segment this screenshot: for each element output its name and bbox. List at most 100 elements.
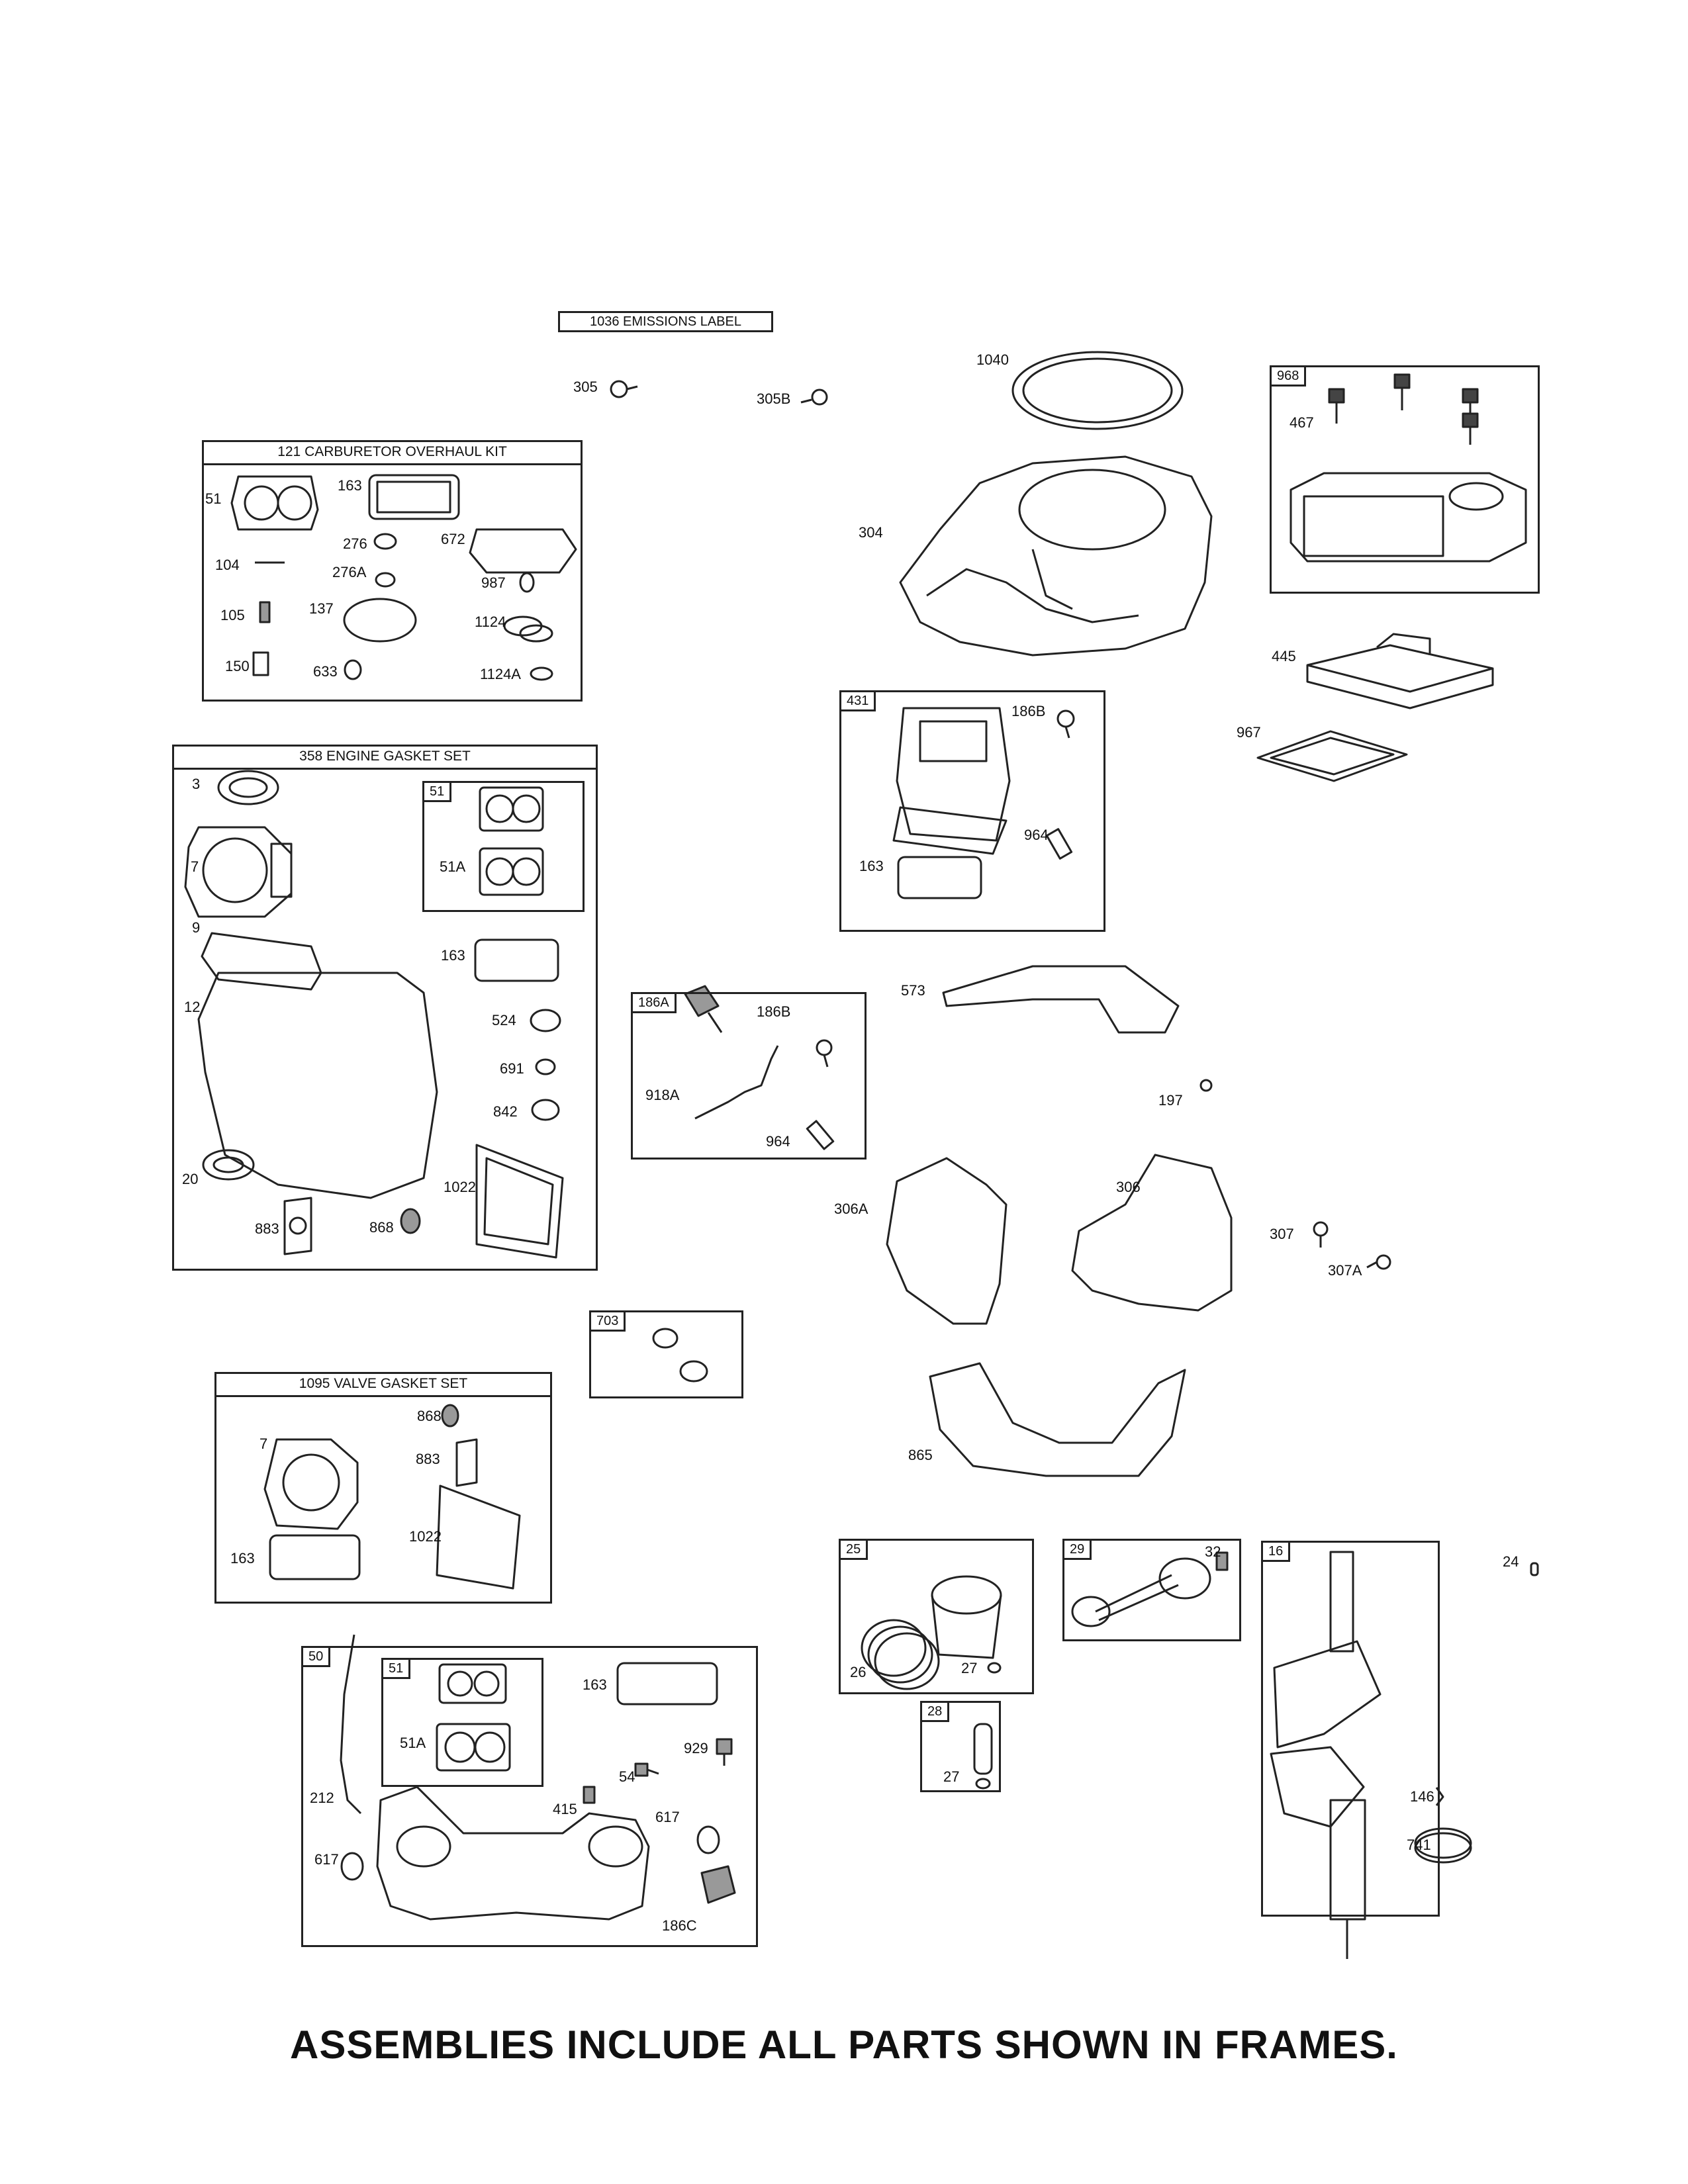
frame-16: 16 [1261, 1541, 1440, 1917]
baffle-865-icon [929, 1362, 1186, 1477]
callout-v868: 868 [417, 1408, 442, 1424]
air-cleaner-cover-icon [1289, 472, 1527, 563]
shroud-306a-icon [886, 1157, 1008, 1325]
callout-g9: 9 [192, 919, 201, 936]
air-intake-431-icon [892, 707, 1011, 855]
callout-r27c: 27 [961, 1660, 978, 1676]
callout-r741: 741 [1407, 1837, 1431, 1853]
hose-918a-icon [694, 1045, 779, 1120]
callout-a186b: 186B [1011, 703, 1046, 719]
oring-1124a-icon [530, 666, 553, 681]
connecting-rod-29-icon [1071, 1557, 1211, 1627]
assemblies-footer: ASSEMBLIES INCLUDE ALL PARTS SHOWN IN FR… [290, 2023, 1398, 2067]
screw-305b-icon [800, 388, 828, 406]
carburetor-overhaul-kit-title: 121 CARBURETOR OVERHAUL KIT [204, 442, 581, 465]
gasket-163-icon [269, 1534, 361, 1580]
callout-m617b: 617 [314, 1851, 339, 1868]
oring-276-icon [373, 533, 397, 550]
gasket-163-icon [368, 474, 460, 520]
piston-rings-26-icon [861, 1619, 940, 1690]
pre-cleaner-967-icon [1256, 730, 1408, 782]
callout-g691: 691 [500, 1060, 524, 1077]
callout-h186b: 186B [757, 1003, 791, 1020]
callout-v883: 883 [416, 1451, 440, 1467]
knob-467-icon [1328, 388, 1345, 424]
oring-691-icon [535, 1058, 556, 1075]
valve-gasket-set-frame: 1095 VALVE GASKET SET [214, 1372, 552, 1604]
frame-703: 703 [589, 1310, 743, 1398]
screw-32-icon [1215, 1551, 1229, 1571]
oring-842-icon [531, 1099, 560, 1121]
part-24-icon [1530, 1562, 1539, 1576]
callout-a964: 964 [1024, 827, 1049, 843]
callout-467: 467 [1289, 414, 1314, 431]
callout-h964: 964 [766, 1133, 790, 1150]
callout-m415: 415 [553, 1801, 577, 1817]
callout-r24: 24 [1503, 1553, 1519, 1570]
gasket-163-icon [616, 1662, 718, 1706]
callout-445: 445 [1272, 648, 1296, 664]
screw-305-icon [610, 380, 638, 398]
frame-431-tag: 431 [839, 690, 876, 711]
seal-3-icon [217, 770, 279, 805]
frame-51-engine: 51 [422, 781, 585, 912]
gasket-163-icon [474, 938, 559, 982]
gasket-1124-icon [503, 615, 553, 643]
callout-m54: 54 [619, 1768, 635, 1785]
frame-186a: 186A [631, 992, 867, 1160]
frame-29-tag: 29 [1062, 1539, 1092, 1560]
engine-gasket-set-title: 358 ENGINE GASKET SET [174, 747, 596, 770]
frame-51-tag: 51 [381, 1658, 411, 1679]
callout-m186c: 186C [662, 1917, 697, 1934]
gasket-883-icon [455, 1438, 478, 1487]
callout-m929: 929 [684, 1740, 708, 1756]
knob-icon [1462, 388, 1479, 445]
callout-m51a: 51A [400, 1735, 426, 1751]
gasket-51a-icon [479, 847, 544, 896]
callout-g883: 883 [255, 1220, 279, 1237]
callout-g524: 524 [492, 1012, 516, 1028]
callout-g51a: 51A [440, 858, 466, 875]
crankcase-gasket-12-icon [197, 972, 438, 1199]
ring-1040-icon [1011, 351, 1184, 430]
callout-c276a: 276A [332, 564, 367, 580]
head-gasket-7-icon [184, 826, 293, 918]
callout-197: 197 [1158, 1092, 1183, 1109]
callout-306a: 306A [834, 1201, 868, 1217]
gasket-51-icon [230, 475, 319, 531]
air-filter-445-icon [1306, 633, 1494, 709]
frame-28-tag: 28 [920, 1701, 950, 1722]
callout-a163: 163 [859, 858, 884, 874]
frame-25: 25 [839, 1539, 1034, 1694]
callout-v163: 163 [230, 1550, 255, 1567]
callout-307a: 307A [1328, 1262, 1362, 1279]
crankshaft-16-icon [1270, 1551, 1382, 1959]
fitting-186c-icon [700, 1865, 736, 1904]
oring-987-icon [519, 572, 535, 593]
head-gasket-7-icon [263, 1438, 359, 1530]
oring-137-icon [343, 598, 417, 643]
callout-g163: 163 [441, 947, 465, 964]
seal-868-icon [400, 1208, 421, 1234]
callout-c276: 276 [343, 535, 367, 552]
callout-g868: 868 [369, 1219, 394, 1236]
callout-g842: 842 [493, 1103, 518, 1120]
screw-415-icon [583, 1786, 596, 1804]
oring-617-icon [340, 1852, 364, 1881]
callout-m212: 212 [310, 1790, 334, 1806]
seal-20-icon [202, 1149, 255, 1181]
gasket-1022-icon [436, 1484, 521, 1590]
wrist-pin-28-icon [973, 1723, 993, 1790]
oring-617-icon [696, 1825, 720, 1854]
oring-524-icon [530, 1009, 561, 1032]
callout-h918a: 918A [645, 1087, 680, 1103]
knob-icon [1393, 373, 1411, 410]
callout-c987: 987 [481, 574, 506, 591]
carburetor-overhaul-kit-frame: 121 CARBURETOR OVERHAUL KIT [202, 440, 583, 702]
callout-g7: 7 [191, 858, 199, 875]
screw-929-icon [716, 1738, 733, 1766]
callout-c105: 105 [220, 607, 245, 623]
callout-573: 573 [901, 982, 925, 999]
frame-703-tag: 703 [589, 1310, 626, 1332]
